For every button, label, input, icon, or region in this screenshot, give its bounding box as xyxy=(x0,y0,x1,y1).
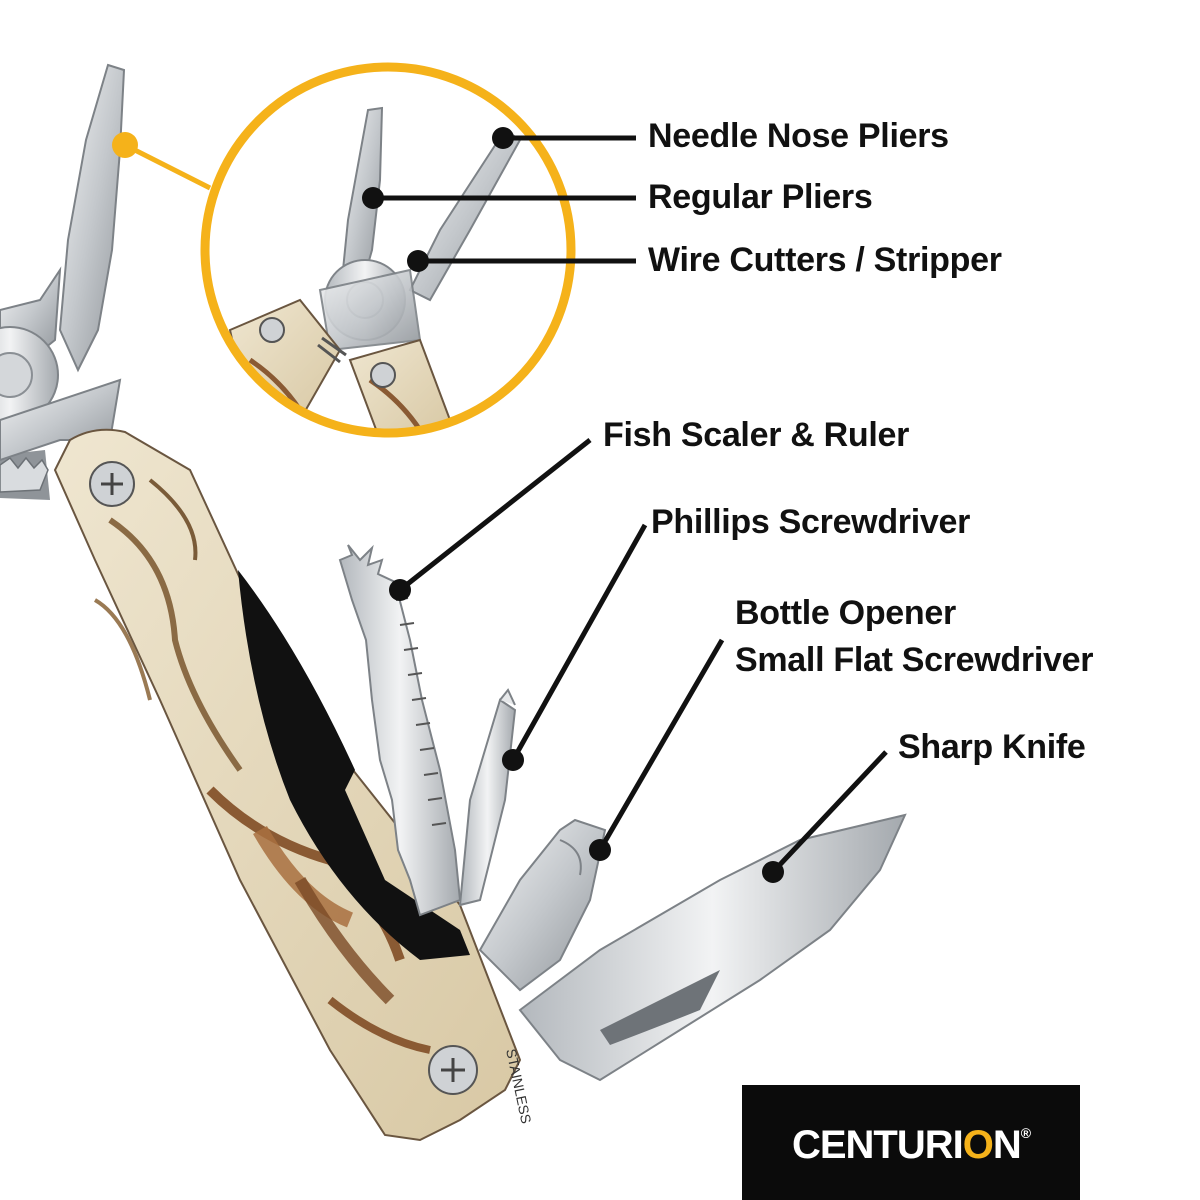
label-needle-nose-pliers: Needle Nose Pliers xyxy=(648,117,949,155)
label-phillips-screwdriver: Phillips Screwdriver xyxy=(651,503,971,541)
fish-scaler-blade xyxy=(338,544,462,917)
label-fish-scaler: Fish Scaler & Ruler xyxy=(603,416,910,454)
callouts xyxy=(362,127,888,883)
zoom-ring xyxy=(200,62,576,438)
label-regular-pliers: Regular Pliers xyxy=(648,178,873,216)
zoom-dot xyxy=(112,132,138,158)
pliers-jaw xyxy=(0,63,126,500)
label-bottle-opener: Bottle Opener xyxy=(735,594,956,632)
zoom-inset xyxy=(112,62,576,438)
label-small-flat-screwdriver: Small Flat Screwdriver xyxy=(735,641,1094,679)
phillips-screwdriver xyxy=(458,688,517,907)
bottle-opener xyxy=(478,818,607,992)
label-wire-cutters: Wire Cutters / Stripper xyxy=(648,241,1002,279)
brand-logo-text: CENTURION® xyxy=(791,1123,1031,1167)
black-liner xyxy=(238,570,470,960)
label-sharp-knife: Sharp Knife xyxy=(898,728,1086,766)
brand-logo: CENTURION® xyxy=(742,1085,1080,1200)
